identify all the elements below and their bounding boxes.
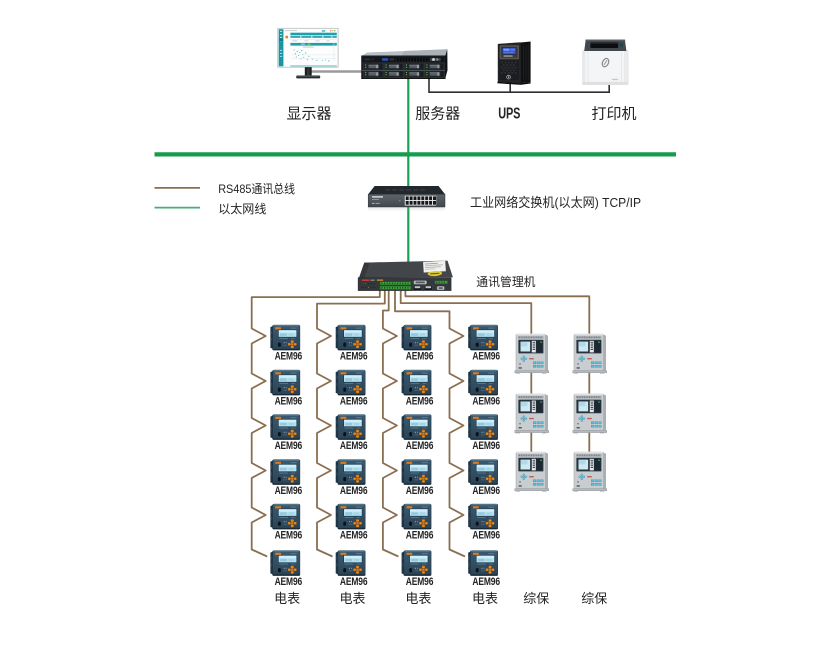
relay-device — [572, 333, 608, 374]
rs485-column-bus — [250, 290, 381, 558]
meter-device — [401, 413, 432, 441]
meter-model-label: AEM96 — [406, 396, 434, 408]
legend-rs485-label: RS485通讯总线 — [218, 182, 295, 196]
printer-label: 打印机 — [591, 105, 636, 122]
rs485-column-bus — [382, 290, 399, 558]
switch-label: 工业网络交换机(以太网) TCP/IP — [470, 195, 641, 210]
meter-device — [269, 369, 301, 396]
meter-model-label: AEM96 — [472, 485, 500, 497]
meter-model-label: AEM96 — [340, 576, 368, 588]
monitor-label: 显示器 — [286, 105, 331, 122]
meter-device — [269, 549, 301, 577]
meter-device — [335, 503, 366, 530]
meter-model-label: AEM96 — [472, 396, 500, 408]
meter-device — [467, 503, 499, 530]
meter-device — [269, 324, 301, 351]
meter-category-label: 电表 — [339, 591, 365, 606]
legend-ethernet-label: 以太网线 — [218, 201, 266, 216]
meter-category-label: 电表 — [405, 591, 431, 606]
meter-model-label: AEM96 — [275, 396, 303, 408]
server-device — [362, 49, 448, 78]
ethernet-switch-device — [367, 185, 446, 213]
meter-model-label: AEM96 — [340, 530, 368, 542]
relay-device — [572, 392, 608, 434]
meter-model-label: AEM96 — [340, 485, 368, 497]
relay-device — [514, 333, 550, 374]
meter-device — [467, 324, 499, 351]
meter-device — [467, 549, 499, 577]
meter-category-label: 电表 — [472, 591, 498, 606]
connection-lines — [154, 70, 676, 558]
server-ups-printer-cable — [428, 78, 610, 93]
meter-model-label: AEM96 — [406, 485, 434, 497]
meter-model-label: AEM96 — [472, 351, 500, 363]
meter-device — [269, 458, 301, 486]
grid-labels: AEM96AEM96AEM96AEM96AEM96AEM96电表AEM96AEM… — [274, 351, 607, 606]
meter-device — [335, 413, 366, 441]
meter-model-label: AEM96 — [472, 530, 500, 542]
meter-model-label: AEM96 — [340, 396, 368, 408]
meter-device — [401, 324, 432, 351]
meter-device — [401, 369, 432, 396]
meter-model-label: AEM96 — [340, 440, 368, 452]
meter-model-label: AEM96 — [406, 576, 434, 588]
meter-device — [335, 458, 366, 486]
meter-model-label: AEM96 — [406, 440, 434, 452]
meter-device — [467, 369, 499, 396]
meter-device — [335, 369, 366, 396]
meter-device — [401, 549, 432, 577]
relay-device — [572, 451, 608, 492]
rs485-bus-lines — [250, 290, 591, 558]
relay-device — [514, 392, 550, 434]
meter-device — [269, 503, 301, 530]
rs485-column-bus — [316, 290, 386, 558]
meter-grid — [269, 324, 499, 577]
relay-category-label: 综保 — [581, 591, 607, 606]
gateway-device — [357, 260, 454, 292]
meter-model-label: AEM96 — [275, 440, 303, 452]
meter-device — [335, 549, 366, 577]
meter-device — [401, 458, 432, 486]
gateway-label: 通讯管理机 — [476, 274, 535, 289]
meter-model-label: AEM96 — [472, 576, 500, 588]
labels-layer: 显示器 服务器 UPS 打印机 工业网络交换机(以太网) TCP/IP 通讯管理… — [274, 105, 641, 606]
meter-model-label: AEM96 — [275, 576, 303, 588]
meter-model-label: AEM96 — [340, 351, 368, 363]
meter-category-label: 电表 — [274, 591, 300, 606]
relay-category-label: 综保 — [523, 591, 549, 606]
meter-model-label: AEM96 — [472, 440, 500, 452]
meter-model-label: AEM96 — [275, 485, 303, 497]
meter-model-label: AEM96 — [406, 351, 434, 363]
legend: RS485通讯总线 以太网线 — [154, 182, 295, 216]
ups-label: UPS — [498, 105, 520, 122]
server-label: 服务器 — [415, 105, 460, 122]
rs485-column-bus — [394, 290, 466, 558]
printer-device — [581, 38, 629, 86]
meter-device — [269, 413, 301, 441]
rs485-relay-drop — [404, 290, 591, 471]
relay-grid — [514, 333, 608, 492]
relay-device — [514, 451, 550, 492]
ups-device — [496, 41, 532, 86]
meter-model-label: AEM96 — [275, 351, 303, 363]
meter-device — [467, 413, 499, 441]
rs485-relay-drop — [399, 290, 533, 471]
meter-device — [467, 458, 499, 486]
meter-device — [401, 503, 432, 530]
meter-device — [335, 324, 366, 351]
meter-model-label: AEM96 — [406, 530, 434, 542]
meter-model-label: AEM96 — [275, 530, 303, 542]
